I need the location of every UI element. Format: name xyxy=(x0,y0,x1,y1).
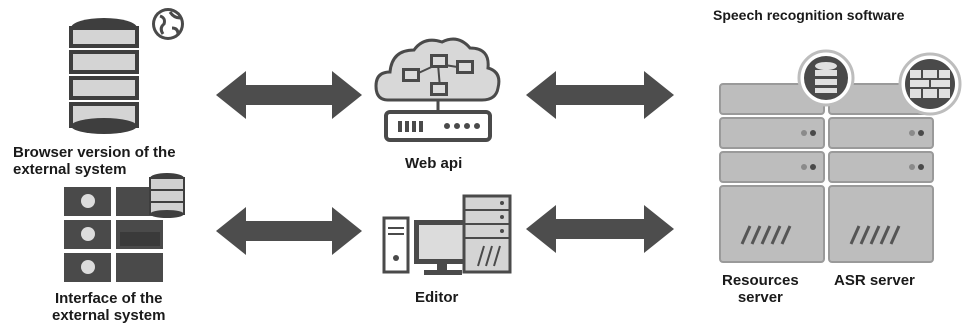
database-icon xyxy=(69,18,139,134)
server-database-icon xyxy=(797,49,855,107)
resources-server-label: Resources server xyxy=(722,272,799,306)
server-rack-icon xyxy=(719,83,934,263)
asr-server-label: ASR server xyxy=(834,272,915,289)
interface-line-2: external system xyxy=(52,307,166,324)
interface-grid-icon xyxy=(64,187,163,282)
interface-line-1: Interface of the xyxy=(54,290,163,307)
browser-version-line-1: Browser version of the xyxy=(13,144,176,161)
browser-version-label: Browser version of the external system xyxy=(13,144,176,178)
web-api-label: Web api xyxy=(405,155,463,172)
speech-software-label: Speech recognition software xyxy=(713,7,905,23)
arrow-editor-speech xyxy=(526,205,674,253)
cloud-network-icon xyxy=(374,37,501,112)
resources-server-line-1: Resources xyxy=(722,272,799,289)
editor-label: Editor xyxy=(415,289,459,306)
arrow-browser-webapi xyxy=(216,71,362,119)
router-icon xyxy=(384,110,492,142)
arrow-webapi-speech xyxy=(526,71,674,119)
browser-version-line-2: external system xyxy=(13,161,127,178)
desktop-computer-icon xyxy=(382,194,512,275)
small-database-icon xyxy=(149,173,185,218)
interface-label: Interface of the external system xyxy=(52,290,165,324)
firewall-icon xyxy=(898,52,962,116)
globe-icon xyxy=(152,8,184,40)
resources-server-line-2: server xyxy=(737,289,783,306)
arrow-interface-editor xyxy=(216,207,362,255)
